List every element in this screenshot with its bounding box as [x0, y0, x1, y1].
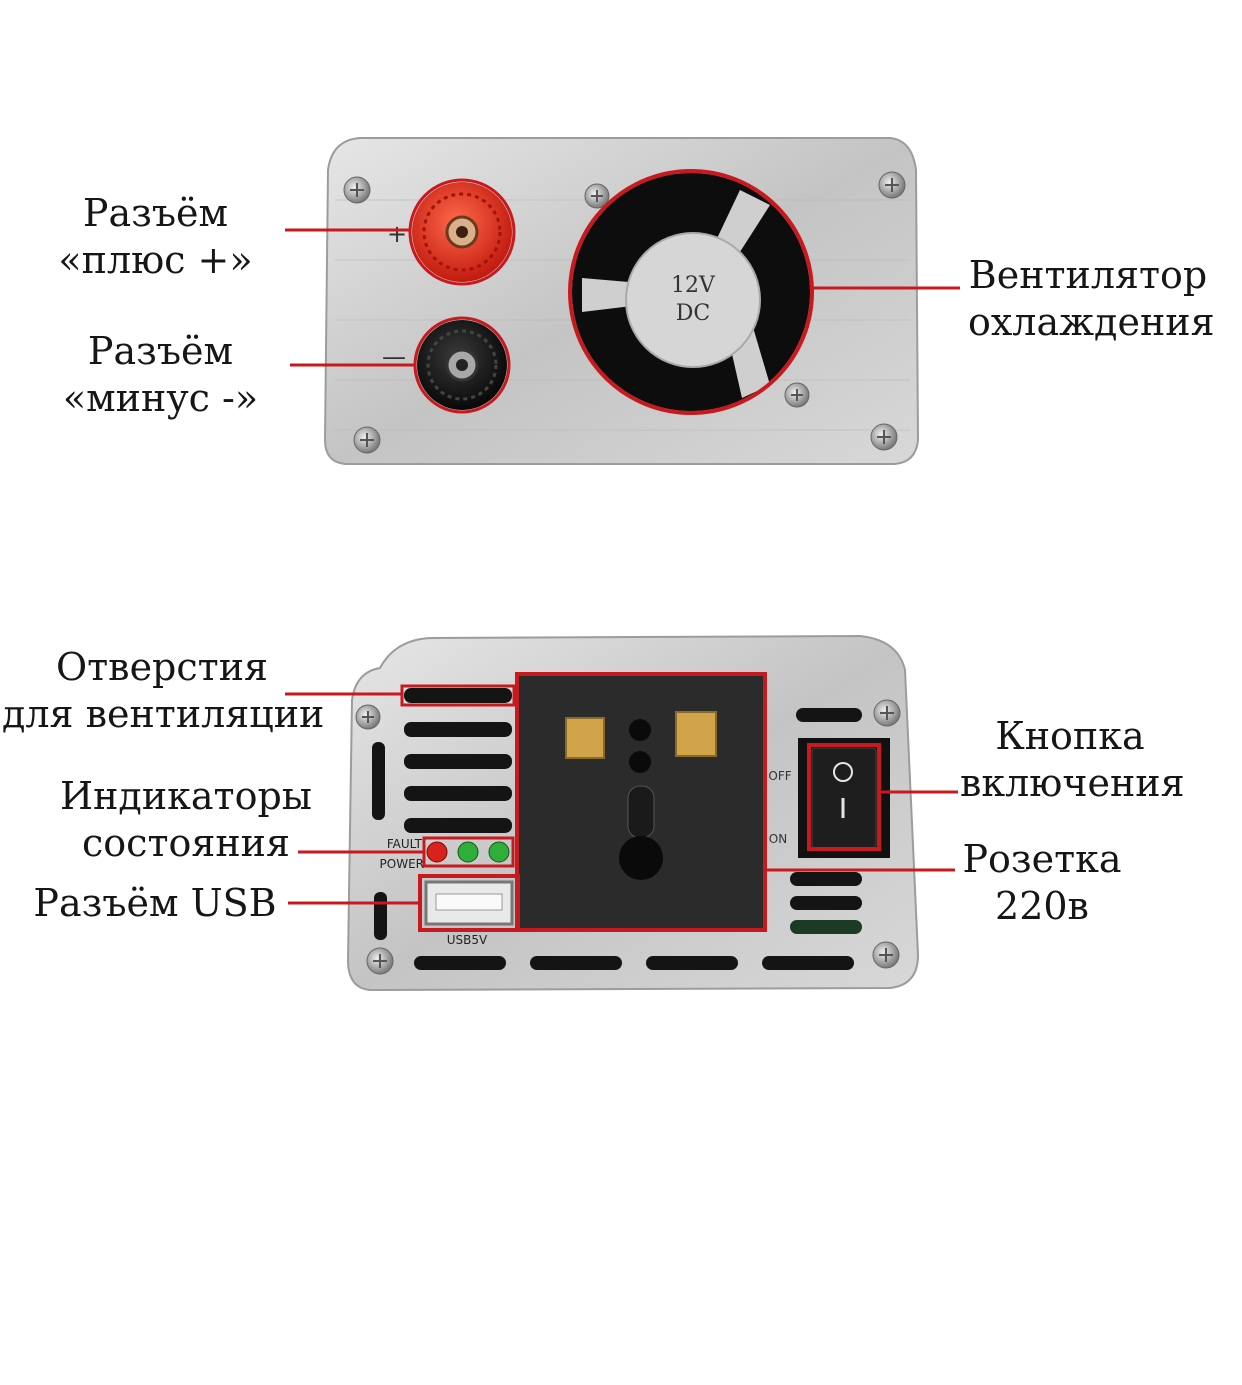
minus-terminal	[417, 320, 507, 410]
callout-power-button: Кнопка включения	[960, 713, 1185, 807]
fan-highlight	[568, 169, 814, 415]
power-label: POWER	[380, 857, 424, 871]
callout-cooling-fan: Вентилятор охлаждения	[968, 252, 1215, 346]
callout-plus-connector: Разъём «плюс +»	[48, 190, 263, 284]
minus-terminal-mark: —	[382, 343, 406, 371]
callout-indicators: Индикаторы состояния	[55, 773, 317, 867]
led-green-icon	[457, 841, 479, 863]
switch-on-label: ON	[769, 832, 787, 846]
screw-icon	[584, 183, 610, 209]
screw-icon	[872, 941, 900, 969]
callout-minus-line2: «минус -»	[62, 376, 259, 420]
plus-terminal-highlight	[408, 178, 516, 286]
callout-usb-line1: Разъём USB	[33, 881, 277, 925]
fault-label: FAULT	[387, 837, 423, 851]
plus-terminal	[412, 182, 512, 282]
callout-indicators-line1: Индикаторы	[59, 774, 313, 818]
usb-port	[424, 880, 514, 926]
cooling-fan: 12V DC	[572, 173, 810, 411]
status-leds	[426, 841, 510, 863]
usb-label: USB5V	[447, 933, 488, 947]
fan-label-voltage: 12V	[671, 273, 716, 298]
callout-vents-line2: для вентиляции	[2, 692, 325, 736]
callout-socket-line1: Розетка	[962, 837, 1122, 881]
ac-socket	[519, 676, 763, 928]
screw-icon	[366, 947, 394, 975]
bottom-panel: OFF ON FAULT POWER USB5V	[346, 634, 920, 992]
plus-terminal-mark: +	[387, 220, 407, 248]
callout-minus-line1: Разъём	[87, 329, 234, 373]
callout-button-line2: включения	[960, 761, 1185, 805]
callout-usb: Разъём USB	[30, 880, 280, 927]
fan-label-dc: DC	[676, 301, 710, 326]
callout-button-line1: Кнопка	[995, 714, 1145, 758]
screw-icon	[355, 704, 381, 730]
led-green-icon	[488, 841, 510, 863]
callout-socket-line2: 220в	[995, 884, 1089, 928]
screw-icon	[870, 423, 898, 451]
switch-off-label: OFF	[768, 769, 791, 783]
top-panel: + — 12V DC	[323, 137, 920, 465]
switch-highlight	[807, 743, 881, 851]
callout-vents: Отверстия для вентиляции	[2, 644, 325, 738]
callout-fan-line1: Вентилятор	[968, 253, 1208, 297]
screw-icon	[343, 176, 371, 204]
vent-slots	[372, 688, 862, 970]
power-switch	[798, 738, 890, 858]
callout-indicators-line2: состояния	[82, 821, 290, 865]
callout-socket: Розетка 220в	[962, 836, 1122, 930]
callout-plus-line2: «плюс +»	[58, 238, 253, 282]
screw-icon	[878, 171, 906, 199]
led-red-icon	[426, 841, 448, 863]
screw-icon	[353, 426, 381, 454]
callout-plus-line1: Разъём	[82, 191, 229, 235]
callout-vents-line1: Отверстия	[56, 645, 268, 689]
callout-fan-line2: охлаждения	[968, 300, 1215, 344]
screw-icon	[784, 382, 810, 408]
socket-highlight	[515, 672, 767, 932]
screw-icon	[873, 699, 901, 727]
callout-minus-connector: Разъём «минус -»	[48, 328, 273, 422]
